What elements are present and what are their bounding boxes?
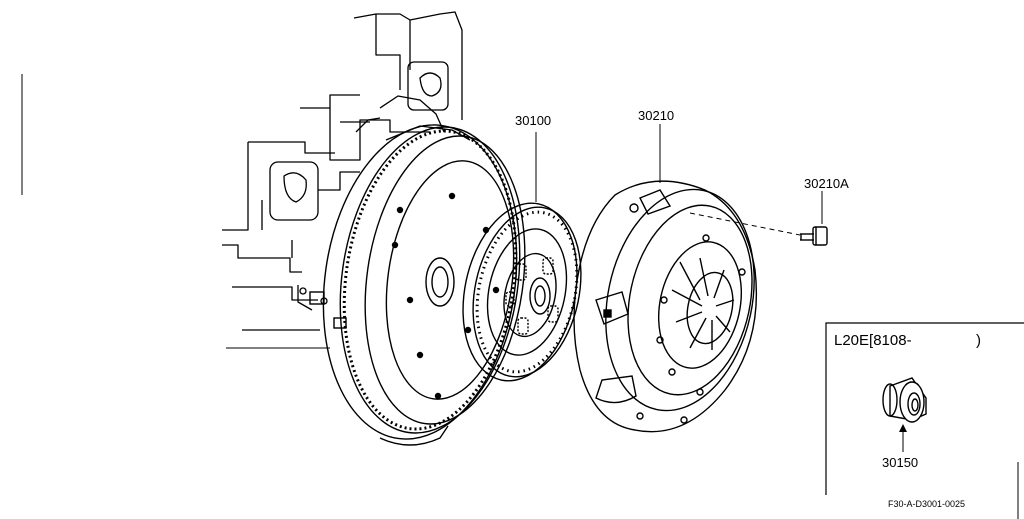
part-label-30100: 30100	[515, 113, 551, 128]
inset-heading: L20E[8108-	[834, 332, 912, 349]
bolt-assembly-line	[689, 212, 801, 236]
flywheel	[309, 124, 526, 446]
figure-code: F30-A-D3001-0025	[888, 499, 965, 509]
part-label-30150: 30150	[882, 455, 918, 470]
pressure-plate-bolt	[800, 226, 828, 246]
part-label-30210A: 30210A	[804, 176, 849, 191]
part-label-30210: 30210	[638, 108, 674, 123]
inset-box	[825, 322, 1024, 495]
pressure-plate-cover	[573, 180, 758, 433]
arrow-up-icon	[899, 424, 907, 432]
release-bearing	[882, 377, 927, 423]
inset-heading-close: )	[976, 332, 981, 349]
